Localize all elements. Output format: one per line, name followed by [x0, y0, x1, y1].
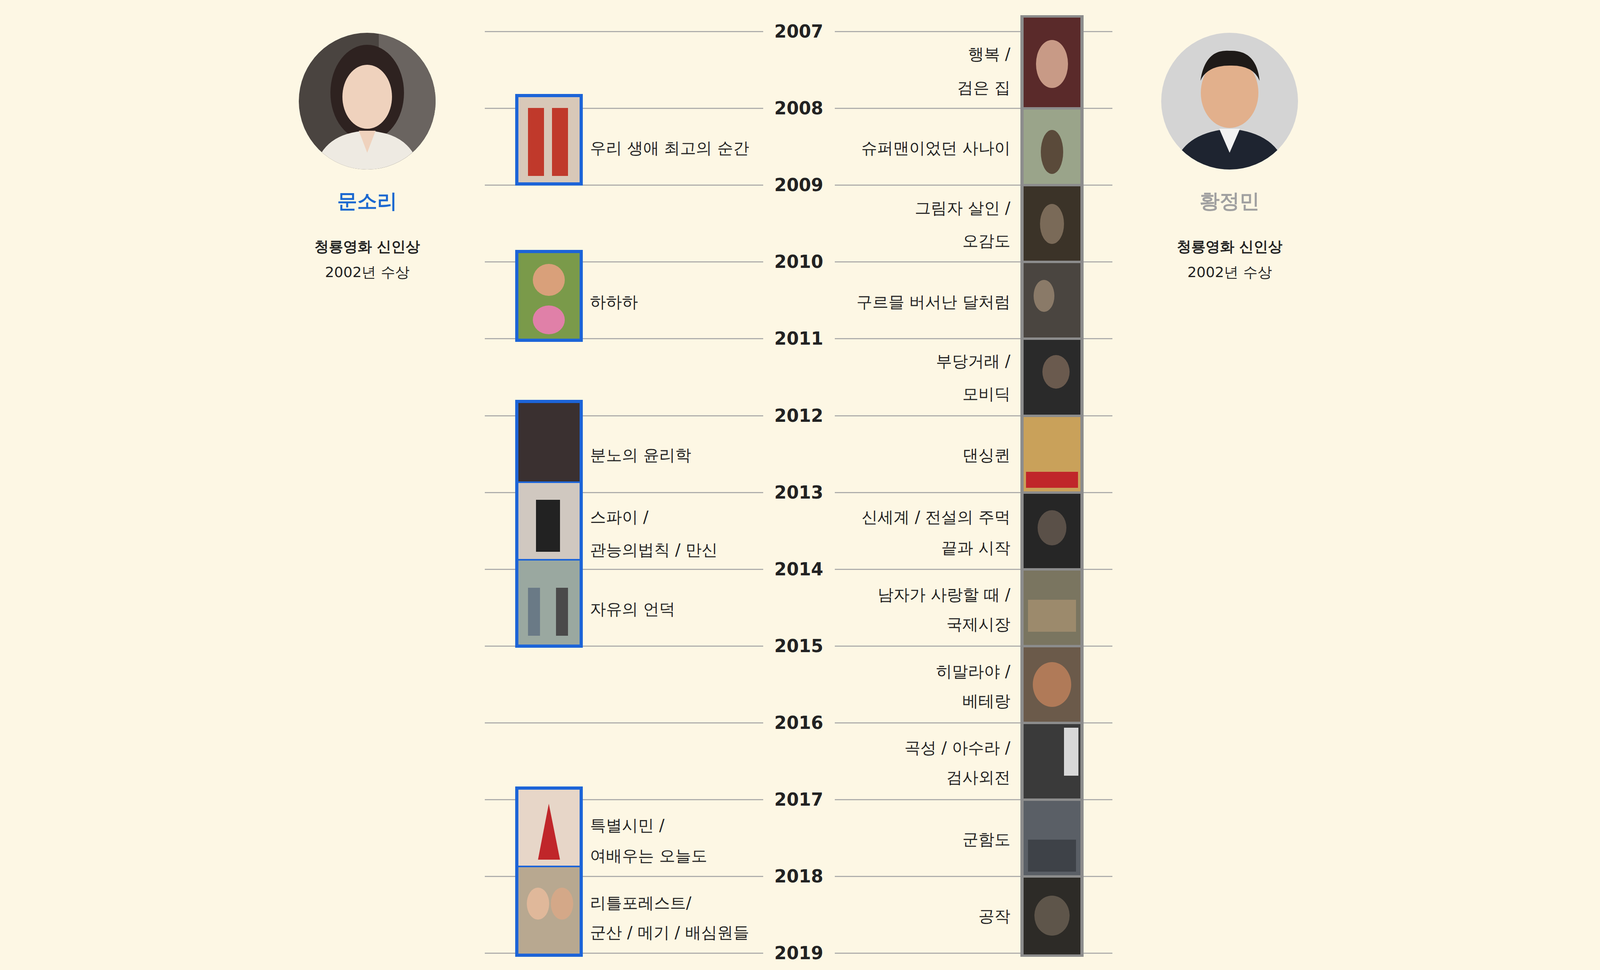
film-title: 특별시민 /	[590, 816, 665, 836]
film-title: 스파이 /	[590, 507, 649, 527]
actor-name: 문소리	[267, 189, 468, 214]
film-title: 군함도	[962, 830, 1011, 850]
year-label: 2018	[774, 866, 824, 888]
award-title: 청룡영화 신인상	[1129, 236, 1330, 258]
film-title: 관능의법칙 / 만신	[590, 540, 718, 560]
film-title: 곡성 / 아수라 /	[904, 738, 1011, 758]
film-title: 군산 / 메기 / 배심원들	[590, 923, 750, 943]
year-label: 2012	[774, 405, 824, 427]
portrait-circle	[267, 32, 468, 170]
year-label: 2011	[774, 328, 824, 350]
portrait-circle	[1129, 32, 1330, 170]
film-title: 자유의 언덕	[590, 599, 676, 619]
film-title: 행복 /	[968, 44, 1011, 64]
film-title: 리틀포레스트/	[590, 893, 692, 913]
portrait-photo	[1161, 32, 1298, 170]
film-title: 검사외전	[946, 768, 1011, 788]
film-title: 댄싱퀸	[962, 445, 1011, 465]
film-title: 끝과 시작	[941, 538, 1011, 558]
film-title: 국제시장	[946, 614, 1011, 634]
film-title: 오감도	[962, 231, 1011, 251]
right-poster-strip	[1020, 15, 1084, 958]
actor-portrait: 문소리청룡영화 신인상 2002년 수상	[267, 32, 468, 283]
film-title: 부당거래 /	[936, 351, 1011, 371]
film-title: 그림자 살인 /	[914, 198, 1011, 218]
film-title: 베테랑	[962, 691, 1011, 711]
film-title: 신세계 / 전설의 주먹	[861, 507, 1011, 527]
award-title: 청룡영화 신인상	[267, 236, 468, 258]
award-year: 2002년 수상	[267, 262, 468, 283]
film-title: 히말라야 /	[936, 662, 1011, 682]
film-title: 구르믈 버서난 달처럼	[856, 292, 1011, 312]
year-label: 2014	[774, 558, 824, 580]
year-label: 2013	[774, 482, 824, 504]
film-title: 남자가 사랑할 때 /	[877, 585, 1011, 605]
film-title: 하하하	[590, 292, 638, 312]
actor-name: 황정민	[1129, 189, 1330, 214]
year-label: 2009	[774, 174, 824, 196]
film-title: 우리 생애 최고의 순간	[590, 138, 750, 158]
portrait-photo	[298, 32, 436, 170]
year-label: 2016	[774, 712, 824, 734]
actor-portrait: 황정민청룡영화 신인상 2002년 수상	[1129, 32, 1330, 283]
film-title: 슈퍼맨이었던 사나이	[861, 138, 1011, 158]
year-label: 2019	[774, 943, 824, 965]
year-label: 2008	[774, 98, 824, 120]
film-title: 여배우는 오늘도	[590, 846, 708, 866]
year-lines	[484, 31, 1113, 954]
left-poster-frames	[515, 94, 583, 958]
year-label: 2007	[774, 21, 824, 43]
film-title: 공작	[978, 906, 1011, 926]
year-label: 2010	[774, 251, 824, 273]
film-title: 검은 집	[957, 78, 1011, 98]
film-title: 모비딕	[962, 384, 1011, 404]
film-title: 분노의 윤리학	[590, 445, 692, 465]
award-year: 2002년 수상	[1129, 262, 1330, 283]
year-label: 2015	[774, 635, 824, 657]
year-label: 2017	[774, 789, 824, 811]
